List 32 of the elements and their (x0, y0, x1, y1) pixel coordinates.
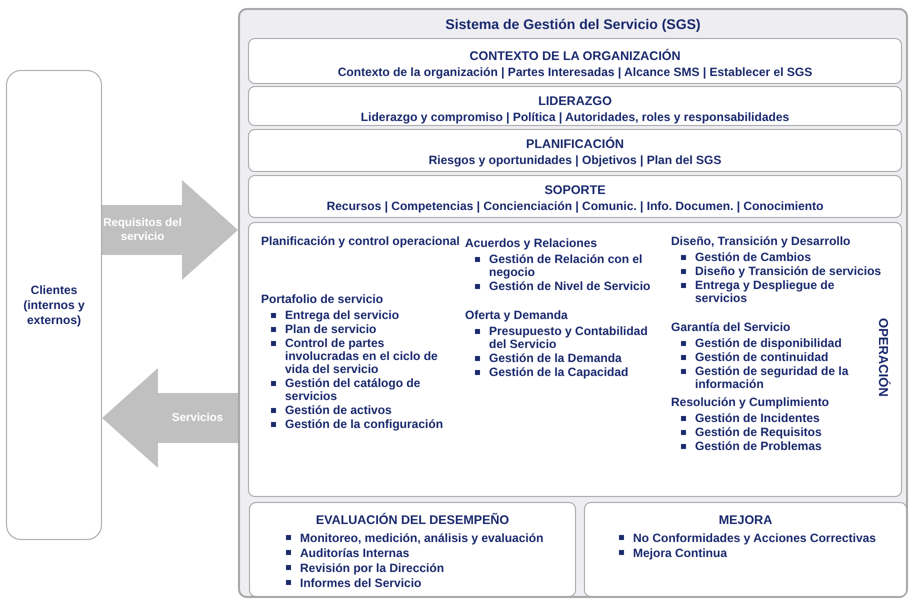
section-box (584, 502, 907, 597)
system-panel (238, 8, 908, 598)
section-heading: Diseño, Transición y Desarrollo (671, 235, 852, 248)
section-box (248, 175, 902, 218)
section-heading: SOPORTE (543, 182, 607, 198)
client-box (6, 70, 102, 540)
edge-label: Requisitos del servicio (102, 216, 182, 245)
section-items: Contexto de la organización | Partes Interesadas | Alcance SMS | Establecer el SGS (336, 64, 814, 80)
section-box (249, 502, 576, 597)
section-items: Riesgos y oportunidades | Objetivos | Plan del SGS (428, 152, 722, 168)
block-arrow (102, 180, 238, 280)
panel-title: Sistema de Gestión del Servicio (SGS) (444, 16, 702, 32)
section-items: Recursos | Competencias | Concienciación | Comunic. | Info. Documen. | Conocimiento (326, 198, 824, 214)
section-items: Liderazgo y compromiso | Política | Autoridades, roles y responsabilidades (360, 109, 790, 125)
section-heading: Planificación y control operacional (261, 235, 461, 248)
block-arrow (102, 368, 238, 468)
section-heading: Garantía del Servicio (671, 321, 792, 334)
section-heading: Oferta y Demanda (465, 309, 569, 322)
section-box (248, 222, 902, 497)
section-heading: Resolución y Cumplimiento (671, 396, 830, 409)
section-heading: LIDERAZGO (537, 93, 613, 109)
section-box (248, 129, 902, 172)
section-heading: Acuerdos y Relaciones (465, 237, 598, 250)
section-heading: EVALUACIÓN DEL DESEMPEÑO (314, 513, 510, 527)
section-heading: PLANIFICACIÓN (525, 136, 625, 152)
section-box (248, 38, 902, 84)
edge-label: Servicios (170, 411, 224, 426)
section-box (248, 86, 902, 126)
section-heading: MEJORA (718, 513, 774, 527)
section-heading: CONTEXTO DE LA ORGANIZACIÓN (468, 48, 682, 64)
client-label: Clientes (internos y externos) (22, 282, 86, 328)
section-heading: Portafolio de servicio (261, 293, 384, 306)
